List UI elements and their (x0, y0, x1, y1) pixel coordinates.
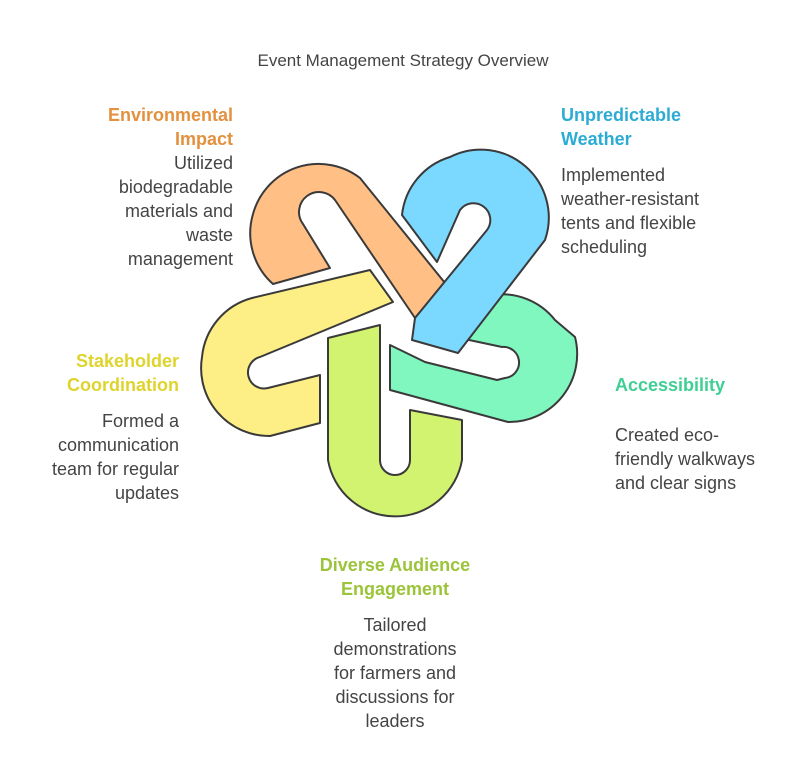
environmental-impact-description: Utilized biodegradable materials and was… (118, 153, 233, 269)
diverse-audience-loop (327, 324, 463, 518)
diverse-audience-description: Tailored demonstrations for farmers and … (333, 615, 457, 731)
accessibility-loop (389, 293, 579, 424)
environmental-impact-loop (249, 162, 446, 319)
unpredictable-weather-loop (401, 148, 550, 354)
unpredictable-weather-description: Implemented weather-resistant tents and … (561, 165, 700, 257)
stakeholder-coordination-heading: Stakeholder Coordination (67, 351, 179, 395)
environmental-impact-heading: Environmental Impact (107, 105, 233, 149)
stakeholder-coordination-loop (200, 269, 394, 438)
unpredictable-weather-heading: Unpredictable Weather (561, 105, 682, 149)
accessibility-heading: Accessibility (615, 375, 726, 395)
diagram-title: Event Management Strategy Overview (257, 51, 549, 70)
stakeholder-coordination-description: Formed a communication team for regular … (51, 411, 179, 503)
accessibility-description: Created eco- friendly walkways and clear… (615, 425, 756, 493)
diverse-audience-heading: Diverse Audience Engagement (319, 555, 471, 599)
